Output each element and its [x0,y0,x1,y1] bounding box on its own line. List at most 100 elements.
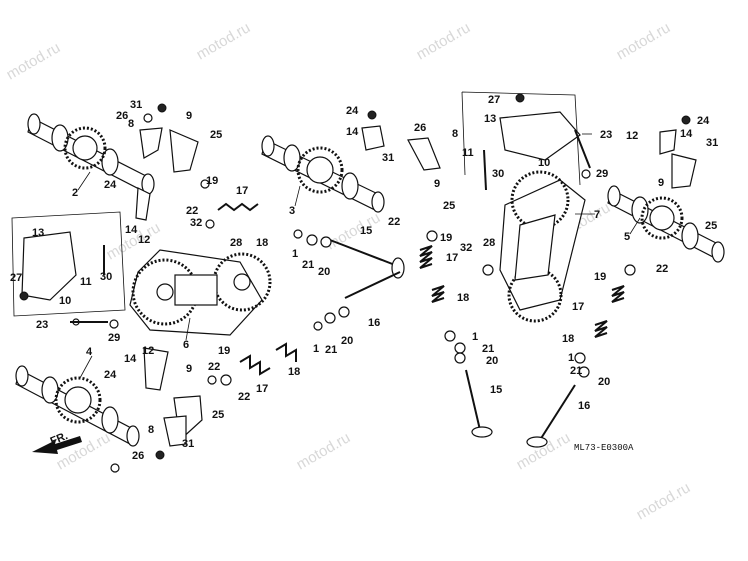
label-5: 5 [624,231,630,243]
label-18: 18 [562,333,574,345]
label-20: 20 [598,376,610,388]
label-10: 10 [59,295,71,307]
label-11: 11 [80,276,92,288]
drawing-code: ML73-E0300A [574,443,634,453]
label-18: 18 [457,292,469,304]
label-21: 21 [325,344,337,356]
label-25: 25 [443,200,455,212]
label-4: 4 [86,346,93,358]
watermark: motod.ru [294,429,354,473]
label-24: 24 [346,105,359,117]
watermark: motod.ru [634,479,694,523]
label-30: 30 [492,168,504,180]
label-25: 25 [705,220,717,232]
label-22: 22 [656,263,668,275]
label-17: 17 [236,185,248,197]
watermark: motod.ru [324,209,384,253]
watermark: motod.ru [194,19,254,63]
label-15: 15 [490,384,502,396]
label-22: 22 [388,216,400,228]
label-22: 22 [208,361,220,373]
label-31: 31 [182,438,194,450]
label-17: 17 [446,252,458,264]
label-19: 19 [594,271,606,283]
label-14: 14 [346,126,359,138]
camshaft-rear [27,113,155,195]
label-8: 8 [148,424,154,436]
cam-holder-right [499,170,586,323]
label-17: 17 [572,301,584,313]
label-28: 28 [483,237,495,249]
label-8: 8 [128,118,134,130]
label-21: 21 [302,259,314,271]
label-14: 14 [680,128,693,140]
label-6: 6 [183,339,189,351]
label-8: 8 [452,128,458,140]
label-1: 1 [313,343,319,355]
valve-set-top [329,239,405,299]
label-9: 9 [186,363,192,375]
label-13: 13 [32,227,44,239]
label-31: 31 [130,99,142,111]
label-1: 1 [568,352,574,364]
label-2: 2 [72,187,78,199]
springs [217,202,625,376]
label-18: 18 [288,366,300,378]
label-19: 19 [206,175,218,187]
label-1: 1 [472,331,478,343]
label-26: 26 [414,122,426,134]
small-parts [19,93,691,473]
label-19: 19 [218,345,230,357]
label-24: 24 [697,115,710,127]
label-23: 23 [600,129,612,141]
label-25: 25 [210,129,222,141]
label-20: 20 [318,266,330,278]
camshaft-front-bottom [15,365,140,447]
rocker-parts [135,125,697,447]
label-20: 20 [341,335,353,347]
label-12: 12 [626,130,638,142]
camshaft-right [607,185,725,263]
cover-right [499,111,581,161]
label-25: 25 [212,409,224,421]
label-7: 7 [594,209,600,221]
valve-set-middle [465,369,576,448]
label-30: 30 [100,271,112,283]
label-22: 22 [186,205,198,217]
label-12: 12 [138,234,150,246]
watermark: motod.ru [614,19,674,63]
label-19: 19 [440,232,452,244]
label-18: 18 [256,237,268,249]
cam-holder-left [129,249,272,336]
label-16: 16 [368,317,380,329]
label-20: 20 [486,355,498,367]
label-23: 23 [36,319,48,331]
label-15: 15 [360,225,372,237]
label-12: 12 [142,345,154,357]
label-9: 9 [186,110,192,122]
label-31: 31 [706,137,718,149]
label-9: 9 [658,177,664,189]
label-9: 9 [434,178,440,190]
camshaft-front-top [261,135,385,213]
inset-box [11,211,126,317]
watermark: motod.ru [4,39,64,83]
label-16: 16 [578,400,590,412]
label-13: 13 [484,113,496,125]
label-24: 24 [104,369,117,381]
label-31: 31 [382,152,394,164]
label-26: 26 [116,110,128,122]
part-labels: 2 3 4 5 6 7 8 8 8 9 9 9 9 10 10 11 11 12… [10,94,718,462]
label-22: 22 [238,391,250,403]
label-1: 1 [292,248,298,260]
label-14: 14 [124,353,137,365]
label-17: 17 [256,383,268,395]
label-10: 10 [538,157,550,169]
label-14: 14 [125,224,138,236]
front-arrow: FR. [32,430,82,454]
label-32: 32 [190,217,202,229]
cover-left [21,231,77,301]
label-11: 11 [462,147,474,159]
